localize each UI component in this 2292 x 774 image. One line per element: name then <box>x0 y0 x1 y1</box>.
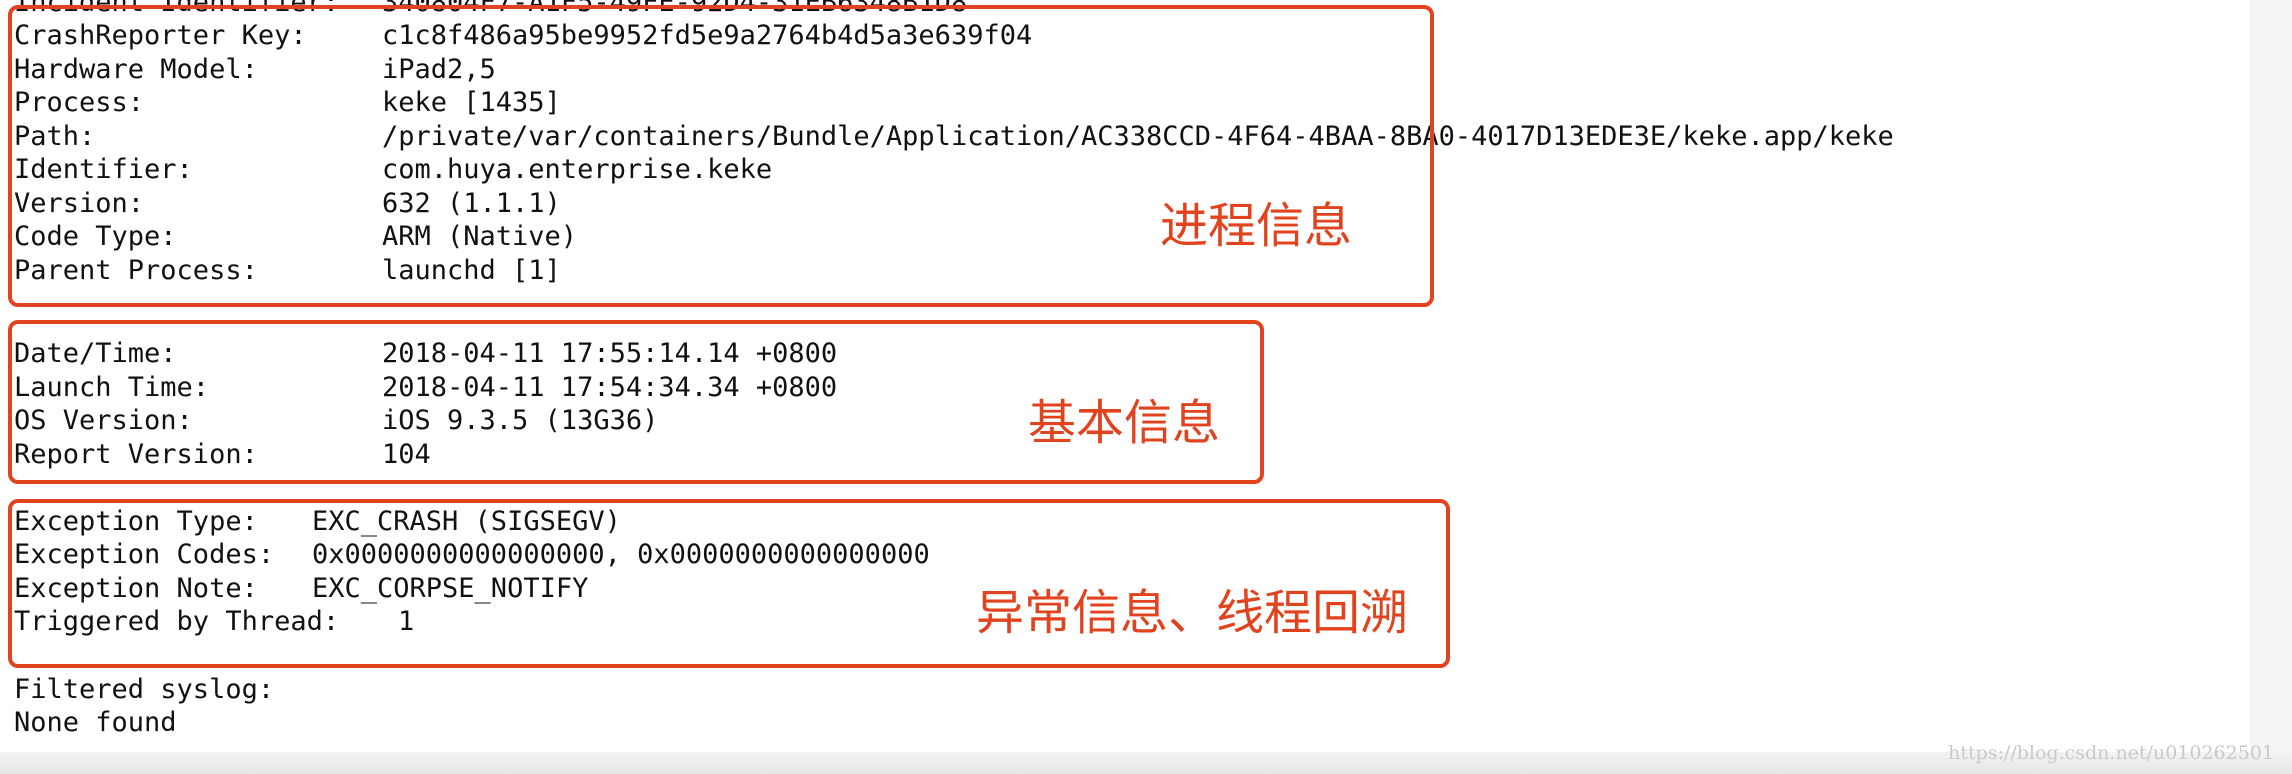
log-row: Parent Process: launchd [1] <box>14 254 561 288</box>
log-key: Exception Codes: <box>14 539 275 570</box>
exception-info-annotation: 异常信息、线程回溯 <box>976 585 1409 641</box>
log-key: Exception Type: <box>14 506 258 537</box>
log-key: Exception Note: <box>14 573 258 604</box>
log-value: com.huya.enterprise.keke <box>382 154 773 185</box>
log-row: Report Version: 104 <box>14 438 431 472</box>
log-value: 632 (1.1.1) <box>382 188 561 219</box>
log-value: 2018-04-11 17:55:14.14 +0800 <box>382 338 838 369</box>
log-row: Identifier: com.huya.enterprise.keke <box>14 153 772 187</box>
window-edge <box>2250 0 2292 774</box>
log-row: Launch Time: 2018-04-11 17:54:34.34 +0800 <box>14 371 837 405</box>
log-row: Exception Note: EXC_CORPSE_NOTIFY <box>14 572 588 606</box>
bottom-edge <box>0 752 2292 774</box>
log-key: Parent Process: <box>14 255 258 286</box>
log-row: Exception Codes: 0x0000000000000000, 0x00… <box>14 538 930 572</box>
log-row: Incident Identifier: 340804F7-A1F5-49FE-9… <box>14 0 967 20</box>
log-value: /private/var/containers/Bundle/Applicati… <box>382 121 1894 152</box>
basic-info-box <box>8 320 1264 484</box>
log-value: c1c8f486a95be9952fd5e9a2764b4d5a3e639f04 <box>382 20 1033 51</box>
log-row: Code Type: ARM (Native) <box>14 220 577 254</box>
log-key: Launch Time: <box>14 372 210 403</box>
log-key: CrashReporter Key: <box>14 20 307 51</box>
log-value: 0x0000000000000000, 0x0000000000000000 <box>312 539 930 570</box>
log-row: Hardware Model: iPad2,5 <box>14 53 496 87</box>
log-key: OS Version: <box>14 405 193 436</box>
log-key: Identifier: <box>14 154 193 185</box>
watermark-text: https://blog.csdn.net/u010262501 <box>1948 742 2274 764</box>
log-value: 340804F7-A1F5-49FE-92D4-31EB6348B1D8 <box>382 0 968 18</box>
log-value: EXC_CORPSE_NOTIFY <box>312 573 589 604</box>
log-key: Triggered by Thread: <box>14 606 340 637</box>
log-key: Hardware Model: <box>14 54 258 85</box>
log-row: Date/Time: 2018-04-11 17:55:14.14 +0800 <box>14 337 837 371</box>
log-value: iOS 9.3.5 (13G36) <box>382 405 659 436</box>
log-row: Path: /private/var/containers/Bundle/Appl… <box>14 120 1894 154</box>
log-key: Report Version: <box>14 439 258 470</box>
log-key: Date/Time: <box>14 338 177 369</box>
log-value: iPad2,5 <box>382 54 496 85</box>
syslog-value: None found <box>14 707 177 738</box>
log-key: Version: <box>14 188 145 219</box>
log-row: OS Version: iOS 9.3.5 (13G36) <box>14 404 658 438</box>
log-value: launchd [1] <box>382 255 561 286</box>
process-info-annotation: 进程信息 <box>1160 198 1353 254</box>
log-key: Process: <box>14 87 145 118</box>
syslog-heading: Filtered syslog: <box>14 674 275 705</box>
log-row: Version: 632 (1.1.1) <box>14 187 561 221</box>
exception-info-box <box>8 499 1450 668</box>
log-value: 104 <box>382 439 431 470</box>
log-key: Incident Identifier: <box>14 0 340 18</box>
log-value: EXC_CRASH (SIGSEGV) <box>312 506 621 537</box>
log-key: Path: <box>14 121 96 152</box>
log-row: Process: keke [1435] <box>14 86 561 120</box>
log-key: Code Type: <box>14 221 177 252</box>
log-row: Exception Type: EXC_CRASH (SIGSEGV) <box>14 505 621 539</box>
log-row: Triggered by Thread: 1 <box>14 605 414 639</box>
log-row: CrashReporter Key: c1c8f486a95be9952fd5e9… <box>14 19 1032 53</box>
log-value: 2018-04-11 17:54:34.34 +0800 <box>382 372 838 403</box>
log-value: ARM (Native) <box>382 221 578 252</box>
log-value: keke [1435] <box>382 87 561 118</box>
basic-info-annotation: 基本信息 <box>1028 395 1221 451</box>
process-info-box <box>8 5 1434 307</box>
log-value: 1 <box>398 606 415 637</box>
